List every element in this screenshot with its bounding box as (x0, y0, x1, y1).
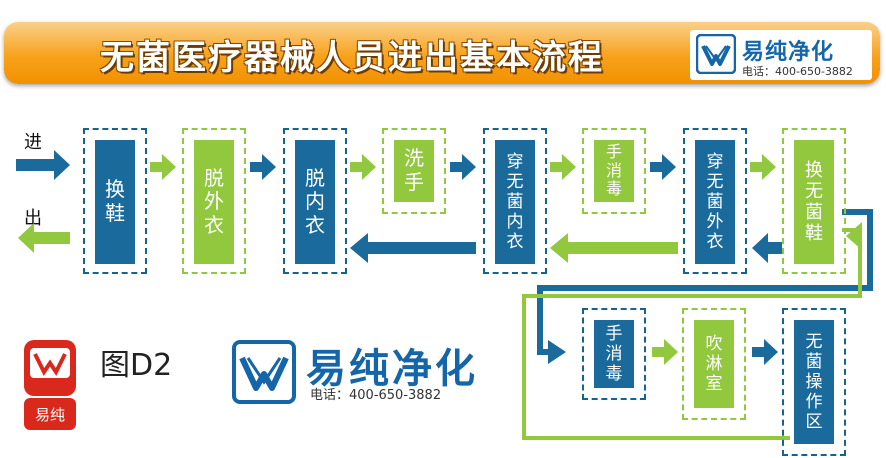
out-label: 出 (24, 208, 42, 229)
footer-brand-name: 易纯净化 (306, 346, 478, 392)
arrow-6-7 (650, 154, 676, 180)
step-change-shoes: 换鞋 (95, 140, 135, 264)
figure-label: 图D2 (100, 348, 173, 383)
arrow-7-8 (750, 154, 776, 180)
step-frame-air-shower (682, 308, 746, 420)
in-label: 进 (24, 132, 42, 153)
step-air-shower: 吹淋室 (694, 320, 734, 408)
step-hand-disinfect: 手消毒 (594, 140, 634, 202)
step-label: 穿无菌内衣 (506, 151, 524, 253)
step-label: 脱内衣 (305, 165, 325, 237)
header-brand-name: 易纯净化 (742, 40, 835, 65)
return-arrow-4-3 (350, 233, 476, 263)
step-label: 穿无菌外衣 (706, 151, 724, 253)
step-sterile-inner: 穿无菌内衣 (495, 140, 535, 264)
step-frame-remove-outer (182, 128, 246, 274)
seal-stamp-icon: 易纯 (24, 340, 76, 430)
page-title: 无菌医疗器械人员进出基本流程 (100, 38, 604, 78)
step-label: 无菌操作区 (805, 331, 823, 433)
step-frame-remove-inner (283, 128, 347, 274)
step-frame-change-shoes (83, 128, 147, 274)
arrow-5-6 (550, 154, 576, 180)
row-transfer-arrowhead (548, 340, 566, 364)
step-label: 换鞋 (105, 177, 125, 225)
step-hand-disinfect-2: 手消毒 (594, 320, 634, 388)
step-label: 吹淋室 (705, 333, 723, 395)
step-frame-sterile-outer (683, 128, 747, 274)
step-remove-outer: 脱外衣 (194, 140, 234, 264)
step-frame-sterile-shoes (782, 128, 846, 274)
step-frame-wash-hands (382, 128, 446, 214)
enter-arrow (16, 150, 70, 180)
header-brand-phone: 电话：400-650-3882 (742, 65, 853, 78)
return-arrow-6-5 (550, 233, 678, 263)
step-label: 脱外衣 (204, 165, 224, 237)
step-wash-hands: 洗手 (394, 140, 434, 202)
step-frame-sterile-inner (483, 128, 547, 274)
footer-brand-logo-icon (232, 340, 296, 404)
arrow-r2-1-2 (652, 339, 678, 365)
step-label: 手消毒 (605, 323, 623, 385)
arrow-4-5 (450, 154, 476, 180)
arrow-r2-2-3 (752, 339, 778, 365)
step-remove-inner: 脱内衣 (295, 140, 335, 264)
step-frame-hand-disinfect-2 (582, 308, 646, 400)
brand-logo-icon (696, 34, 736, 74)
step-frame-sterile-area (782, 308, 846, 456)
step-sterile-shoes: 换无菌鞋 (794, 140, 834, 264)
step-sterile-area: 无菌操作区 (794, 320, 834, 444)
return-arrow-8-7 (752, 233, 782, 263)
arrow-2-3 (250, 154, 276, 180)
row-transfer-line (537, 209, 873, 355)
step-label: 洗手 (404, 146, 424, 194)
step-sterile-outer: 穿无菌外衣 (695, 140, 735, 264)
exit-arrow (18, 223, 70, 253)
arrow-3-4 (350, 154, 376, 180)
green-loop-arrowhead (846, 222, 862, 250)
svg-text:易纯: 易纯 (35, 406, 65, 424)
step-label: 手消毒 (605, 141, 622, 199)
footer-brand-phone: 电话：400-650-3882 (310, 388, 442, 403)
step-label: 换无菌鞋 (804, 159, 823, 245)
step-frame-hand-disinfect (582, 128, 646, 214)
arrow-1-2 (150, 154, 176, 180)
